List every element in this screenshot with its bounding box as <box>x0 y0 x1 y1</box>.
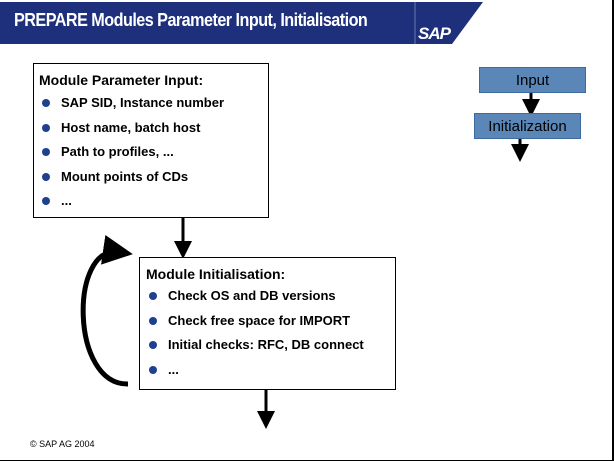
header-background <box>0 2 483 44</box>
flow-step-initialization: Initialization <box>474 113 581 139</box>
list-item: Check free space for IMPORT <box>146 309 395 334</box>
initialisation-heading: Module Initialisation: <box>146 266 286 282</box>
list-item: Initial checks: RFC, DB connect <box>146 333 395 358</box>
list-item: Path to profiles, ... <box>39 140 268 165</box>
copyright: © SAP AG 2004 <box>30 439 95 449</box>
sap-logo: SAP <box>418 24 451 43</box>
loop-arrow <box>80 235 133 387</box>
parameter-input-heading: Module Parameter Input: <box>39 72 204 88</box>
list-item: Host name, batch host <box>39 116 268 141</box>
list-item: SAP SID, Instance number <box>39 91 268 116</box>
list-item: ... <box>39 189 268 214</box>
page-title: PREPARE Modules Parameter Input, Initial… <box>14 10 368 30</box>
header-band: PREPARE Modules Parameter Input, Initial… <box>0 0 612 46</box>
list-item: Mount points of CDs <box>39 165 268 190</box>
list-item: Check OS and DB versions <box>146 284 395 309</box>
parameter-input-box: Module Parameter Input: SAP SID, Instanc… <box>33 63 269 218</box>
initialisation-box: Module Initialisation: Check OS and DB v… <box>139 257 396 390</box>
list-item: ... <box>146 358 395 383</box>
flow-step-input: Input <box>479 67 586 93</box>
